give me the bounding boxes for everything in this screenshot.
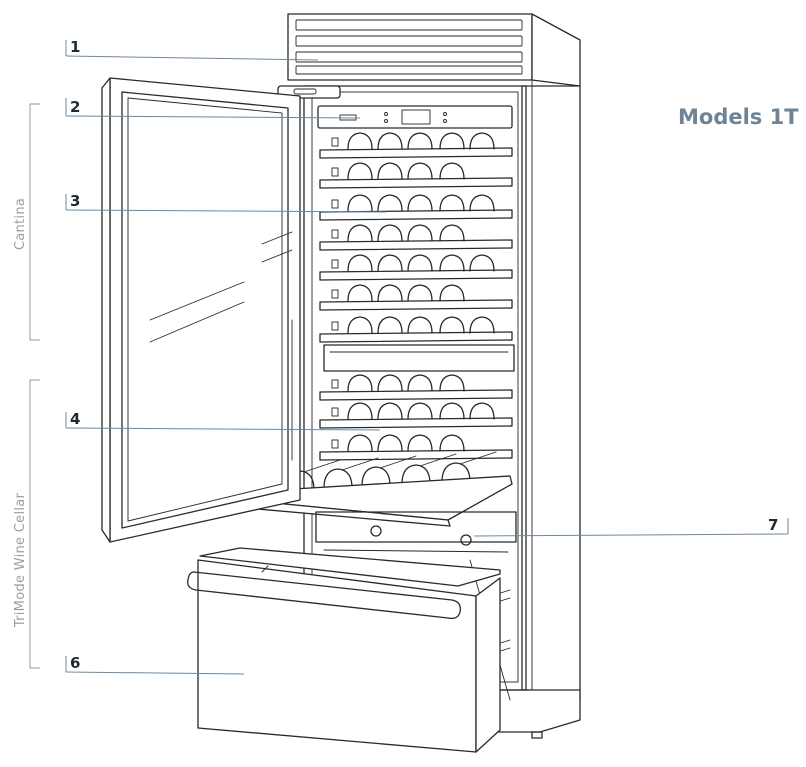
zone-label-cantina: Cantina (13, 198, 28, 250)
wine-shelf (319, 284, 513, 311)
wine-shelf (319, 162, 513, 189)
models-title: Models 1T (678, 105, 799, 129)
zone-label-trimode: TriMode Wine Cellar (13, 492, 28, 628)
zone-bracket-trimode: TriMode Wine Cellar (13, 379, 40, 669)
bottle-neck (419, 453, 457, 467)
callout-label-4: 4 (70, 410, 80, 428)
callout-7: 7 (473, 516, 789, 537)
control-panel (317, 105, 513, 129)
wine-shelf (319, 254, 513, 281)
wine-shelf (319, 132, 513, 159)
callout-2: 2 (65, 98, 361, 119)
callout-label-3: 3 (70, 192, 80, 210)
wine-shelves (285, 132, 513, 491)
zone-bracket-cantina: Cantina (13, 103, 40, 341)
callout-label-1: 1 (70, 38, 80, 56)
drawer (187, 547, 501, 753)
callout-3: 3 (65, 192, 387, 213)
wine-shelf (319, 374, 513, 401)
wine-shelf (319, 434, 513, 461)
pull-out-shelf (243, 475, 513, 527)
wine-shelf (319, 402, 513, 429)
open-door (101, 77, 301, 543)
bottle-neck (341, 457, 379, 471)
wine-shelf (319, 316, 513, 343)
callout-4: 4 (65, 410, 381, 431)
bottle-neck (379, 455, 417, 469)
wine-shelf (319, 194, 513, 221)
compartment-divider (323, 344, 515, 372)
bottle (361, 466, 391, 487)
bottle (323, 468, 353, 489)
bottle (401, 464, 431, 485)
callout-label-6: 6 (70, 654, 80, 672)
bottle-neck (303, 459, 341, 473)
callout-6: 6 (65, 654, 245, 675)
callout-label-2: 2 (70, 98, 80, 116)
callout-label-7: 7 (768, 516, 778, 534)
cabinet-body (277, 13, 581, 739)
bottle (441, 462, 471, 483)
callout-1: 1 (65, 38, 319, 61)
bottle-neck (459, 451, 497, 465)
ventilation-grille (295, 19, 523, 75)
wine-shelf (319, 224, 513, 251)
